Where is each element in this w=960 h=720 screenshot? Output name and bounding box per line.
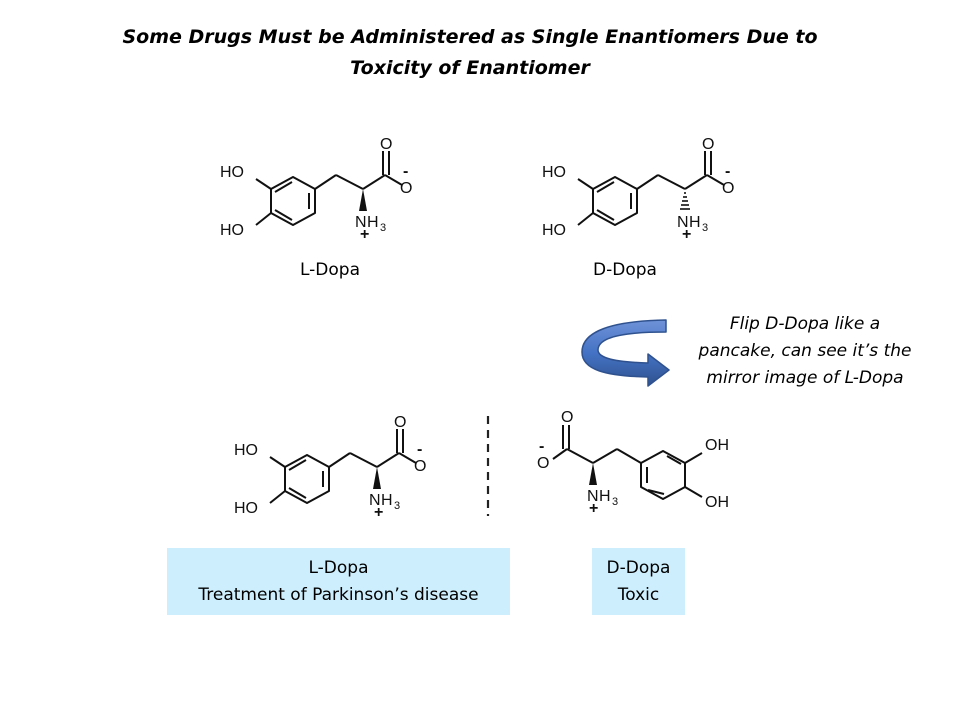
flip-note: Flip D-Dopa like a pancake, can see it’s…	[670, 311, 940, 392]
ho-label: HO	[542, 164, 566, 181]
oh-label: OH	[705, 494, 729, 511]
nitrogen-label: N	[369, 492, 381, 509]
l-dopa-structure-top: HO HO O O - N H 3 +	[218, 135, 418, 245]
curved-arrow-icon	[580, 318, 670, 390]
oxygen-label: O	[394, 414, 406, 431]
oxygen-label: O	[400, 180, 412, 197]
ho-label: HO	[234, 442, 258, 459]
minus-charge: -	[417, 441, 422, 458]
ho-label: HO	[234, 500, 258, 517]
subscript-3: 3	[702, 222, 708, 234]
hydrogen-label: H	[367, 214, 379, 231]
mirror-plane	[484, 414, 492, 518]
oxygen-label: O	[414, 458, 426, 475]
plus-charge: +	[374, 504, 383, 521]
minus-charge: -	[539, 438, 544, 455]
ho-label: HO	[220, 164, 244, 181]
d-dopa-box-title: D-Dopa	[606, 557, 671, 578]
d-dopa-structure-top: HO HO O O - N H 3 +	[540, 135, 740, 245]
d-dopa-caption: D-Dopa	[593, 260, 657, 280]
flip-note-line-1: Flip D-Dopa like a	[729, 314, 881, 334]
d-dopa-box-effect: Toxic	[617, 584, 660, 605]
ho-label: HO	[542, 222, 566, 239]
oxygen-label: O	[561, 409, 573, 426]
plus-charge: +	[360, 226, 369, 243]
hydrogen-label: H	[381, 492, 393, 509]
title-line-1: Some Drugs Must be Administered as Singl…	[122, 26, 818, 48]
oxygen-label: O	[537, 455, 549, 472]
oh-label: OH	[705, 437, 729, 454]
oxygen-label: O	[380, 136, 392, 153]
l-dopa-box-title: L-Dopa	[308, 557, 369, 578]
nitrogen-label: N	[355, 214, 367, 231]
hydrogen-label: H	[599, 488, 611, 505]
l-dopa-box-use: Treatment of Parkinson’s disease	[198, 584, 479, 605]
hydrogen-label: H	[689, 214, 701, 231]
plus-charge: +	[682, 226, 691, 243]
ho-label: HO	[220, 222, 244, 239]
nitrogen-label: N	[677, 214, 689, 231]
oxygen-label: O	[722, 180, 734, 197]
subscript-3: 3	[612, 496, 618, 508]
plus-charge: +	[589, 500, 598, 517]
page-title: Some Drugs Must be Administered as Singl…	[60, 22, 880, 84]
l-dopa-caption: L-Dopa	[299, 260, 360, 280]
d-dopa-info-box: D-Dopa Toxic	[592, 548, 685, 615]
subscript-3: 3	[380, 222, 386, 234]
d-dopa-structure-mirrored: O O - N H 3 + OH OH	[535, 405, 745, 517]
oxygen-label: O	[702, 136, 714, 153]
minus-charge: -	[725, 163, 730, 180]
l-dopa-structure-bottom: HO HO O O - N H 3 +	[232, 413, 437, 523]
minus-charge: -	[403, 163, 408, 180]
subscript-3: 3	[394, 500, 400, 512]
nitrogen-label: N	[587, 488, 599, 505]
title-line-2: Toxicity of Enantiomer	[350, 57, 590, 79]
flip-note-line-2: pancake, can see it’s the	[698, 341, 912, 361]
l-dopa-info-box: L-Dopa Treatment of Parkinson’s disease	[167, 548, 510, 615]
flip-note-line-3: mirror image of L-Dopa	[706, 368, 904, 388]
